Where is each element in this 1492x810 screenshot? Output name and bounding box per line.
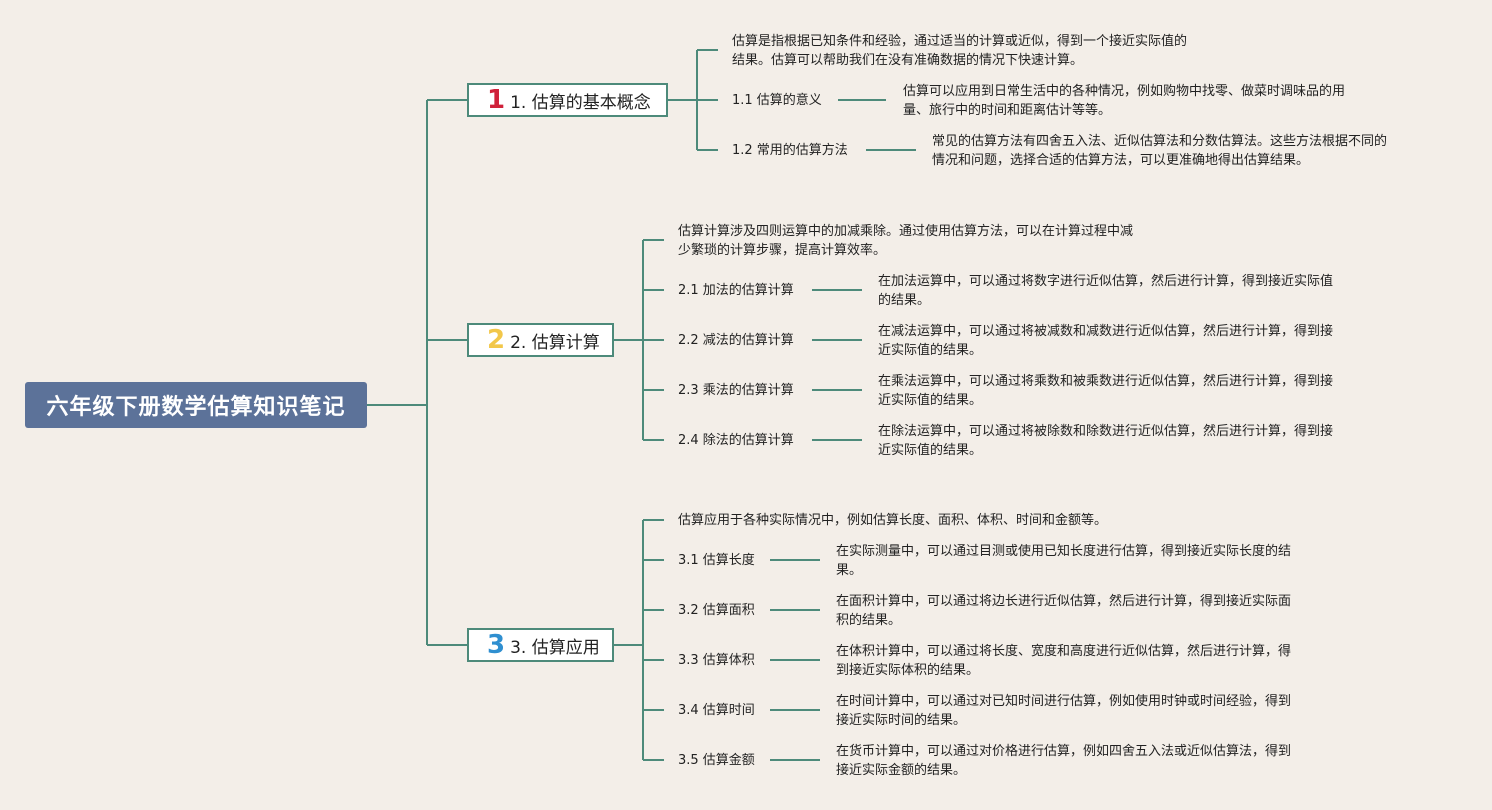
number-3-icon: 3	[487, 630, 506, 660]
branch-3-topic[interactable]: 3 3. 估算应用	[467, 628, 614, 662]
branch-3-intro: 估算应用于各种实际情况中，例如估算长度、面积、体积、时间和金额等。	[678, 511, 1107, 530]
branch-1-topic[interactable]: 1 1. 估算的基本概念	[467, 83, 668, 117]
desc-line: 常见的估算方法有四舍五入法、近似估算法和分数估算法。这些方法根据不同的	[932, 134, 1388, 149]
desc-line: 估算可以应用到日常生活中的各种情况，例如购物中找零、做菜时调味品的用	[903, 84, 1346, 99]
branch-3-title: 3. 估算应用	[510, 637, 600, 658]
root-topic[interactable]: 六年级下册数学估算知识笔记	[25, 382, 367, 428]
item-3-1-desc: 在实际测量中，可以通过目测或使用已知长度进行估算，得到接近实际长度的结 果。	[836, 542, 1291, 580]
desc-line: 近实际值的结果。	[878, 393, 983, 408]
branch-1-title: 1. 估算的基本概念	[510, 92, 651, 113]
desc-line: 在减法运算中，可以通过将被减数和减数进行近似估算，然后进行计算，得到接	[878, 324, 1334, 339]
item-3-4-label[interactable]: 3.4 估算时间	[678, 703, 755, 718]
item-2-1-label[interactable]: 2.1 加法的估算计算	[678, 283, 794, 298]
desc-line: 在货币计算中，可以通过对价格进行估算，例如四舍五入法或近似估算法，得到	[836, 744, 1292, 759]
item-3-2-label[interactable]: 3.2 估算面积	[678, 603, 755, 618]
desc-line: 量、旅行中的时间和距离估计等等。	[903, 103, 1112, 118]
desc-line: 在实际测量中，可以通过目测或使用已知长度进行估算，得到接近实际长度的结	[836, 544, 1292, 559]
item-2-1-desc: 在加法运算中，可以通过将数字进行近似估算，然后进行计算，得到接近实际值 的结果。	[878, 272, 1333, 310]
intro-line: 估算计算涉及四则运算中的加减乘除。通过使用估算方法，可以在计算过程中减	[678, 224, 1134, 239]
item-1-2-desc: 常见的估算方法有四舍五入法、近似估算法和分数估算法。这些方法根据不同的 情况和问…	[932, 132, 1387, 170]
desc-line: 在除法运算中，可以通过将被除数和除数进行近似估算，然后进行计算，得到接	[878, 424, 1334, 439]
item-1-2-label[interactable]: 1.2 常用的估算方法	[732, 143, 848, 158]
intro-line: 少繁琐的计算步骤，提高计算效率。	[678, 243, 887, 258]
desc-line: 在时间计算中，可以通过对已知时间进行估算，例如使用时钟或时间经验，得到	[836, 694, 1292, 709]
item-2-3-desc: 在乘法运算中，可以通过将乘数和被乘数进行近似估算，然后进行计算，得到接 近实际值…	[878, 372, 1333, 410]
desc-line: 在面积计算中，可以通过将边长进行近似估算，然后进行计算，得到接近实际面	[836, 594, 1292, 609]
item-1-1-desc: 估算可以应用到日常生活中的各种情况，例如购物中找零、做菜时调味品的用 量、旅行中…	[903, 82, 1345, 120]
item-2-2-label[interactable]: 2.2 减法的估算计算	[678, 333, 794, 348]
desc-line: 接近实际时间的结果。	[836, 713, 967, 728]
desc-line: 到接近实际体积的结果。	[836, 663, 980, 678]
number-1-icon: 1	[487, 85, 506, 115]
branch-2-title: 2. 估算计算	[510, 332, 600, 353]
desc-line: 果。	[836, 563, 863, 578]
number-2-icon: 2	[487, 325, 506, 355]
desc-line: 积的结果。	[836, 613, 902, 628]
intro-line: 估算应用于各种实际情况中，例如估算长度、面积、体积、时间和金额等。	[678, 513, 1108, 528]
item-2-2-desc: 在减法运算中，可以通过将被减数和减数进行近似估算，然后进行计算，得到接 近实际值…	[878, 322, 1333, 360]
branch-2-topic[interactable]: 2 2. 估算计算	[467, 323, 614, 357]
desc-line: 情况和问题，选择合适的估算方法，可以更准确地得出估算结果。	[932, 153, 1310, 168]
desc-line: 在加法运算中，可以通过将数字进行近似估算，然后进行计算，得到接近实际值	[878, 274, 1334, 289]
item-3-2-desc: 在面积计算中，可以通过将边长进行近似估算，然后进行计算，得到接近实际面 积的结果…	[836, 592, 1291, 630]
item-2-4-label[interactable]: 2.4 除法的估算计算	[678, 433, 794, 448]
branch-1-intro: 估算是指根据已知条件和经验，通过适当的计算或近似，得到一个接近实际值的 结果。估…	[732, 32, 1187, 70]
intro-line: 结果。估算可以帮助我们在没有准确数据的情况下快速计算。	[732, 53, 1084, 68]
item-3-1-label[interactable]: 3.1 估算长度	[678, 553, 755, 568]
branch-2-intro: 估算计算涉及四则运算中的加减乘除。通过使用估算方法，可以在计算过程中减 少繁琐的…	[678, 222, 1133, 260]
item-2-4-desc: 在除法运算中，可以通过将被除数和除数进行近似估算，然后进行计算，得到接 近实际值…	[878, 422, 1333, 460]
item-3-5-label[interactable]: 3.5 估算金额	[678, 753, 755, 768]
desc-line: 在乘法运算中，可以通过将乘数和被乘数进行近似估算，然后进行计算，得到接	[878, 374, 1334, 389]
desc-line: 近实际值的结果。	[878, 343, 983, 358]
desc-line: 的结果。	[878, 293, 931, 308]
item-3-5-desc: 在货币计算中，可以通过对价格进行估算，例如四舍五入法或近似估算法，得到 接近实际…	[836, 742, 1291, 780]
intro-line: 估算是指根据已知条件和经验，通过适当的计算或近似，得到一个接近实际值的	[732, 34, 1188, 49]
item-3-3-desc: 在体积计算中，可以通过将长度、宽度和高度进行近似估算，然后进行计算，得 到接近实…	[836, 642, 1291, 680]
item-1-1-label[interactable]: 1.1 估算的意义	[732, 93, 822, 108]
item-3-3-label[interactable]: 3.3 估算体积	[678, 653, 755, 668]
item-2-3-label[interactable]: 2.3 乘法的估算计算	[678, 383, 794, 398]
desc-line: 近实际值的结果。	[878, 443, 983, 458]
desc-line: 接近实际金额的结果。	[836, 763, 967, 778]
item-3-4-desc: 在时间计算中，可以通过对已知时间进行估算，例如使用时钟或时间经验，得到 接近实际…	[836, 692, 1291, 730]
desc-line: 在体积计算中，可以通过将长度、宽度和高度进行近似估算，然后进行计算，得	[836, 644, 1292, 659]
